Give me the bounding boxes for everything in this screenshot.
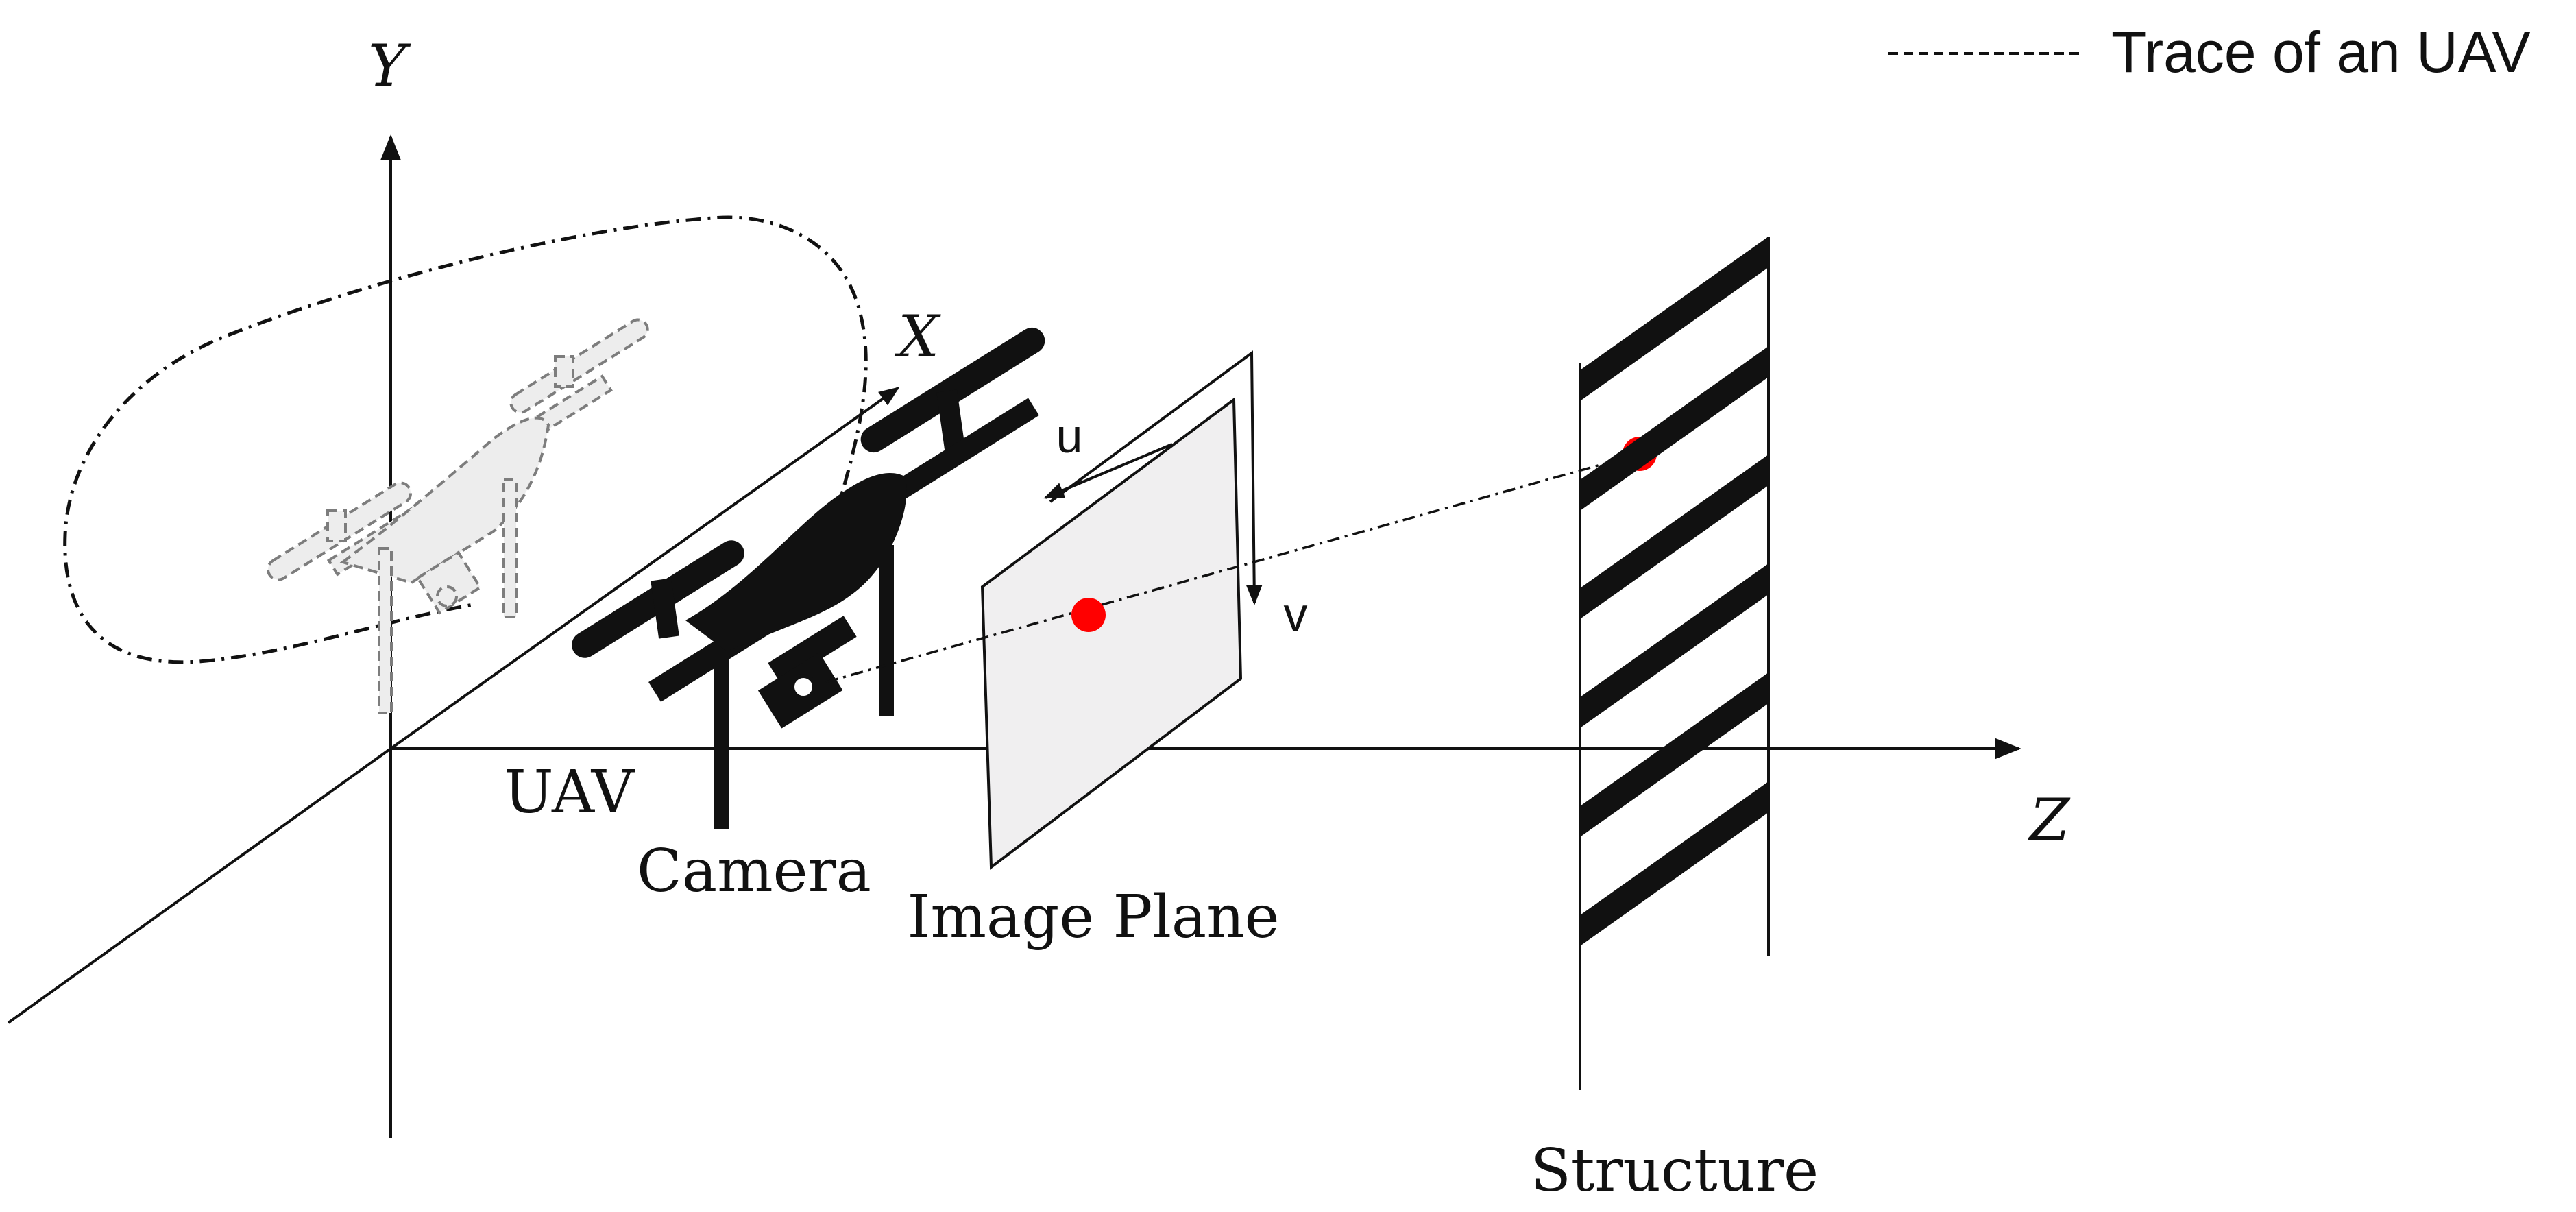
ghost-uav bbox=[266, 318, 649, 714]
x-axis-back bbox=[7, 747, 392, 1024]
legend: Trace of an UAV bbox=[1888, 20, 2531, 84]
uav bbox=[572, 327, 1045, 829]
uav-leg-left bbox=[714, 658, 729, 829]
structure bbox=[1579, 237, 1770, 1090]
projection-ray bbox=[825, 452, 1640, 683]
image-point bbox=[1071, 598, 1106, 632]
image-axis-u-label: u bbox=[1056, 409, 1083, 463]
camera-lens bbox=[790, 674, 816, 700]
x-axis bbox=[389, 387, 900, 750]
x-axis-label: X bbox=[894, 303, 941, 370]
uav-label: UAV bbox=[504, 758, 635, 827]
image-axis-u bbox=[1043, 443, 1173, 499]
camera-label: Camera bbox=[637, 837, 871, 906]
legend-trace-label: Trace of an UAV bbox=[2111, 20, 2531, 84]
uav-leg-right bbox=[879, 545, 894, 716]
uav-body bbox=[685, 473, 907, 651]
image-plane-label: Image Plane bbox=[907, 883, 1279, 952]
image-axis-v-label: v bbox=[1284, 587, 1308, 641]
z-axis-label: Z bbox=[2028, 786, 2071, 853]
image-axis-v bbox=[1049, 350, 1263, 605]
image-plane bbox=[980, 397, 1243, 870]
uav-propeller-front bbox=[860, 327, 1045, 453]
structure-label: Structure bbox=[1531, 1137, 1819, 1205]
y-axis-label: Y bbox=[368, 32, 411, 99]
